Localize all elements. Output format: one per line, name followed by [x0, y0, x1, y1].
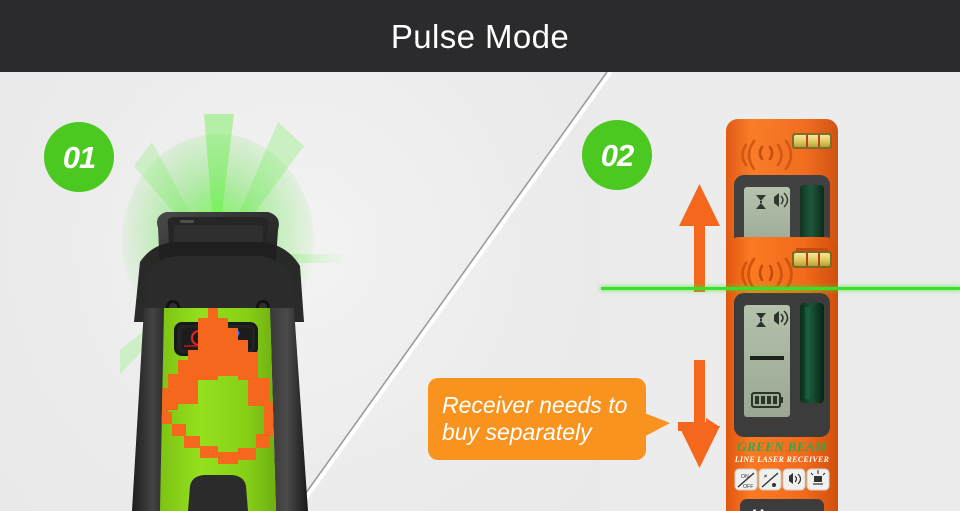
step-badge-01-label: 01: [62, 139, 96, 175]
svg-text:OFF: OFF: [743, 484, 753, 490]
receiver-button-row: ON OFF ≠: [734, 468, 830, 491]
lcd-sound-waves: [780, 310, 789, 326]
laser-foot-notch: [188, 475, 248, 511]
signal-wave-icon-ghost: [741, 139, 793, 171]
svg-text:ON: ON: [741, 474, 749, 480]
svg-text:≠: ≠: [764, 474, 768, 480]
callout-line-2: buy separately: [442, 419, 592, 445]
receiver-brand: Huepar: [752, 506, 812, 511]
lcd-top-icons: [756, 311, 779, 327]
page-title: Pulse Mode: [390, 17, 570, 55]
receiver-brand-plate: [740, 499, 824, 511]
arrow-down-icon: [679, 360, 720, 468]
callout-box: Receiver needs to buy separately: [428, 378, 646, 460]
lcd-icons-ghost: [756, 192, 789, 209]
receiver-movement-arrows: [679, 184, 720, 468]
laser-right-rail: [270, 308, 308, 511]
receiver-main: GREEN BEAM LINE LASER RECEIVER ON OFF ≠: [726, 237, 838, 511]
receiver-lcd: [744, 305, 790, 417]
green-laser-line: [601, 287, 960, 290]
bubble-vial: [792, 248, 832, 268]
step-badge-02: 02: [582, 120, 652, 190]
banner-header: Pulse Mode: [0, 0, 960, 72]
signal-wave-inner: [758, 264, 774, 282]
callout-pointer-arrow: [678, 418, 720, 436]
lcd-alignment-bar: [750, 356, 784, 360]
receiver-backlight-button[interactable]: [806, 468, 830, 491]
receiver-detection-window: [800, 303, 824, 403]
callout-bubble: Receiver needs to buy separately: [428, 378, 670, 460]
receiver-power-button[interactable]: ON OFF: [734, 468, 758, 491]
signal-wave-icon: [741, 257, 793, 291]
pixel-hand-cursor: [160, 308, 276, 464]
callout-tail: [642, 412, 670, 438]
arrow-up-icon: [679, 184, 720, 292]
laser-receiver-device: GREEN BEAM LINE LASER RECEIVER ON OFF ≠: [726, 119, 838, 511]
receiver-volume-button[interactable]: [782, 468, 806, 491]
receiver-title-line1: GREEN BEAM: [737, 439, 827, 454]
receiver-title-line2: LINE LASER RECEIVER: [734, 455, 830, 464]
laser-left-rail: [132, 308, 166, 511]
step-badge-02-label: 02: [600, 137, 634, 173]
laser-level-device: [120, 114, 348, 511]
receiver-accuracy-button[interactable]: ≠: [758, 468, 782, 491]
content-stage: GREEN BEAM LINE LASER RECEIVER ON OFF ≠: [0, 72, 960, 511]
callout-line-1: Receiver needs to: [442, 391, 628, 418]
bubble-vial-ghost: [792, 133, 832, 149]
lcd-battery-icon: [751, 392, 783, 408]
step-badge-01: 01: [44, 122, 114, 192]
